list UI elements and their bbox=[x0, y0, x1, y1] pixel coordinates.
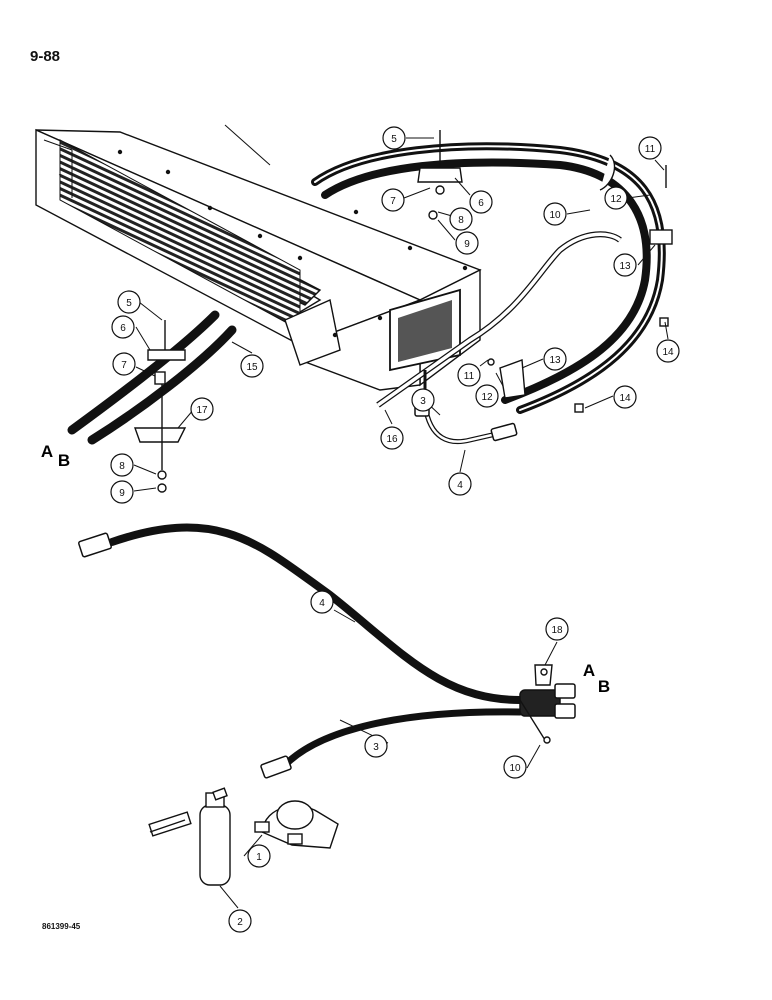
svg-text:11: 11 bbox=[464, 371, 475, 382]
svg-text:7: 7 bbox=[390, 196, 396, 207]
callout-14-upper: 14 bbox=[656, 339, 680, 363]
callout-5-upper: 5 bbox=[382, 126, 406, 150]
callout-4-upper: 4 bbox=[448, 472, 472, 496]
callout-8-upper: 8 bbox=[449, 207, 473, 231]
svg-text:10: 10 bbox=[549, 210, 561, 221]
callout-17: 17 bbox=[190, 397, 214, 421]
callouts: 1 2 3 3 4 4 5 5 6 6 7 7 8 8 9 9 10 10 11… bbox=[110, 126, 680, 933]
callout-11-lower: 11 bbox=[457, 363, 481, 387]
callout-5-left: 5 bbox=[117, 290, 141, 314]
svg-text:3: 3 bbox=[373, 742, 379, 753]
callout-18: 18 bbox=[545, 617, 569, 641]
svg-text:3: 3 bbox=[420, 396, 426, 407]
callout-1: 1 bbox=[247, 844, 271, 868]
callout-7-upper: 7 bbox=[381, 188, 405, 212]
callout-7-left: 7 bbox=[112, 352, 136, 376]
callout-9-left: 9 bbox=[110, 480, 134, 504]
document-code: 861399-45 bbox=[42, 922, 81, 931]
svg-text:6: 6 bbox=[478, 198, 484, 209]
callout-8-left: 8 bbox=[110, 453, 134, 477]
svg-text:14: 14 bbox=[619, 393, 631, 404]
callout-15: 15 bbox=[240, 354, 264, 378]
svg-text:18: 18 bbox=[551, 625, 563, 636]
svg-text:12: 12 bbox=[610, 194, 622, 205]
page-number: 9-88 bbox=[30, 48, 61, 65]
svg-text:9: 9 bbox=[119, 488, 125, 499]
svg-text:13: 13 bbox=[549, 355, 561, 366]
callout-13-upper: 13 bbox=[613, 253, 637, 277]
callout-10-lower: 10 bbox=[503, 755, 527, 779]
svg-text:9: 9 bbox=[464, 239, 470, 250]
svg-text:15: 15 bbox=[246, 362, 258, 373]
callout-9-upper: 9 bbox=[455, 231, 479, 255]
callout-3-upper: 3 bbox=[411, 388, 435, 412]
callout-12-lower: 12 bbox=[475, 384, 499, 408]
svg-text:5: 5 bbox=[126, 298, 132, 309]
receiver-drier bbox=[148, 787, 339, 886]
clamps-and-brackets bbox=[134, 130, 673, 744]
connector-a-left: A bbox=[41, 442, 53, 461]
connector-a-right: A bbox=[583, 661, 595, 680]
callout-11-upper: 11 bbox=[638, 136, 662, 160]
svg-text:12: 12 bbox=[481, 392, 493, 403]
svg-text:8: 8 bbox=[458, 215, 464, 226]
svg-text:5: 5 bbox=[391, 134, 397, 145]
callout-12-upper: 12 bbox=[604, 186, 628, 210]
svg-text:2: 2 bbox=[237, 917, 243, 928]
connector-b-right: B bbox=[598, 677, 610, 696]
condenser-housing bbox=[35, 124, 482, 391]
callout-3-lower: 3 bbox=[364, 734, 388, 758]
svg-text:13: 13 bbox=[619, 261, 631, 272]
svg-text:11: 11 bbox=[645, 144, 656, 155]
svg-text:8: 8 bbox=[119, 461, 125, 472]
svg-text:17: 17 bbox=[196, 405, 208, 416]
svg-text:6: 6 bbox=[120, 323, 126, 334]
callout-13-lower: 13 bbox=[543, 347, 567, 371]
callout-6-left: 6 bbox=[111, 315, 135, 339]
svg-text:10: 10 bbox=[509, 763, 521, 774]
svg-text:4: 4 bbox=[319, 598, 325, 609]
connector-letters: A B A B bbox=[41, 442, 610, 696]
callout-10-upper: 10 bbox=[543, 202, 567, 226]
callout-6-upper: 6 bbox=[469, 190, 493, 214]
callout-14-lower: 14 bbox=[613, 385, 637, 409]
connector-b-left: B bbox=[58, 451, 70, 470]
svg-text:7: 7 bbox=[121, 360, 127, 371]
svg-text:14: 14 bbox=[662, 347, 674, 358]
svg-text:1: 1 bbox=[256, 852, 262, 863]
callout-2: 2 bbox=[228, 909, 252, 933]
hose-fittings bbox=[78, 395, 576, 779]
callout-4-lower: 4 bbox=[310, 590, 334, 614]
callout-16: 16 bbox=[380, 426, 404, 450]
svg-text:4: 4 bbox=[457, 480, 463, 491]
svg-text:16: 16 bbox=[386, 434, 398, 445]
